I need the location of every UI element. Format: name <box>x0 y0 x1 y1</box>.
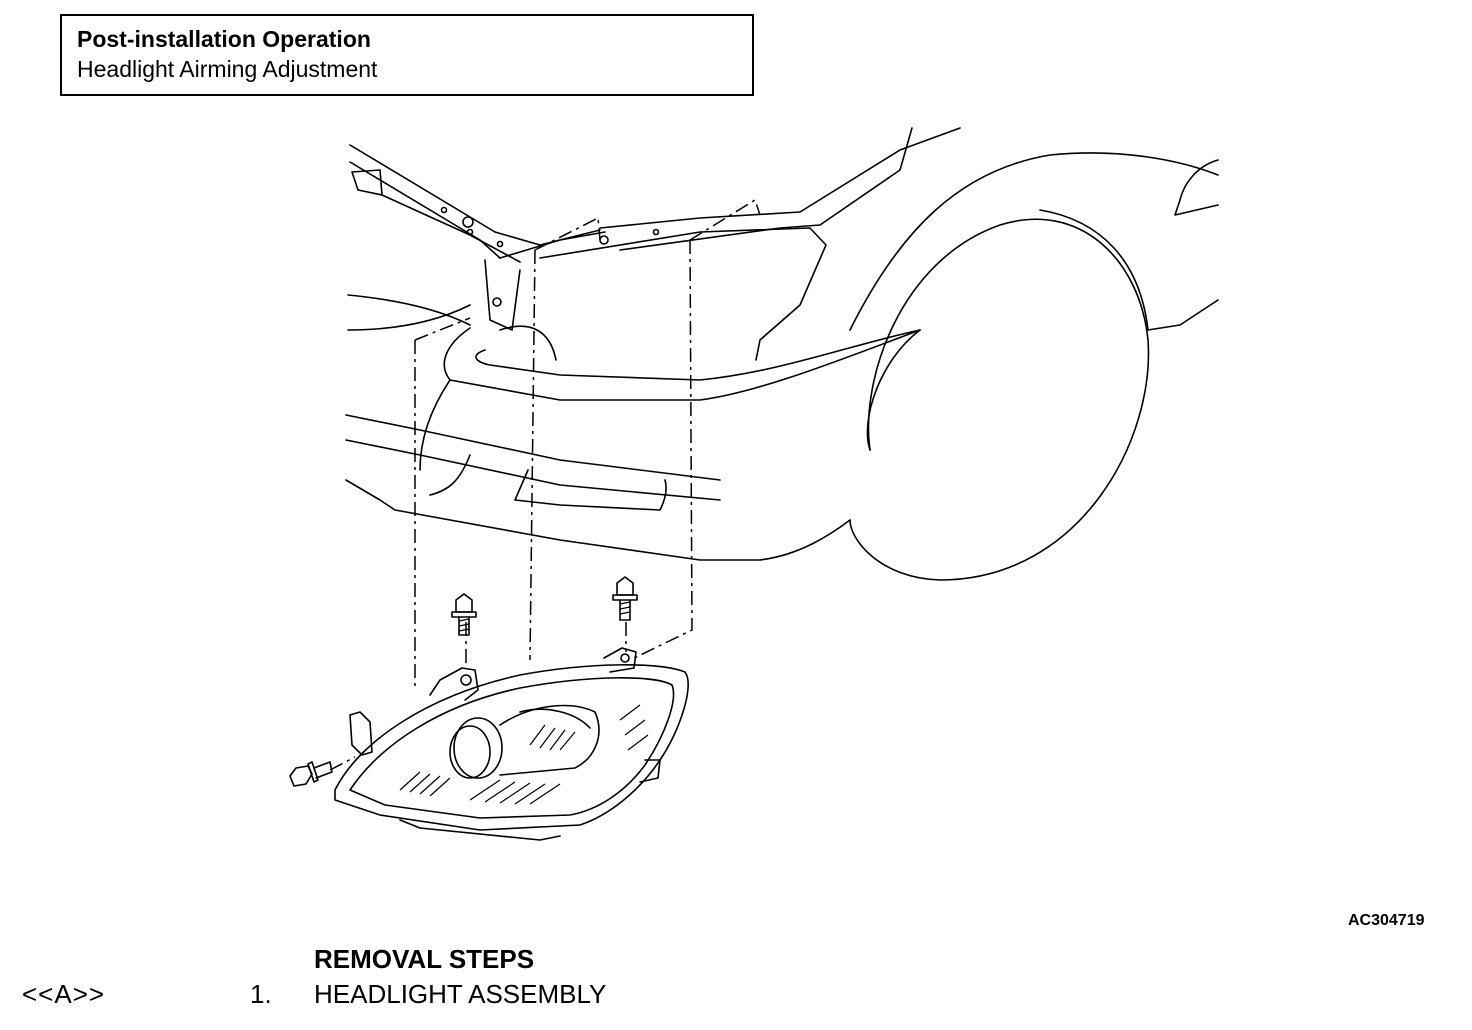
radiator-support-bar <box>349 144 660 331</box>
step-reference-mark: <<A>> <box>22 979 106 1009</box>
bolt-icon-right-top <box>612 576 638 621</box>
hood-outline <box>347 127 961 361</box>
note-subtitle: Headlight Airming Adjustment <box>77 56 378 82</box>
bolt-icon-left-top <box>451 593 477 636</box>
note-title: Post-installation Operation <box>77 26 371 52</box>
headlight-assembly <box>334 647 689 841</box>
front-bumper <box>345 327 921 561</box>
alignment-lines <box>329 198 761 771</box>
step-label: HEADLIGHT ASSEMBLY <box>314 979 607 1009</box>
post-installation-note-box: Post-installation Operation Headlight Ai… <box>60 14 754 96</box>
figure-code: AC304719 <box>1348 912 1425 929</box>
bolt-icon-side <box>289 761 333 787</box>
fender-and-wheel <box>849 152 1219 581</box>
step-number: 1. <box>250 979 272 1009</box>
removal-steps-heading: REMOVAL STEPS <box>314 944 535 974</box>
